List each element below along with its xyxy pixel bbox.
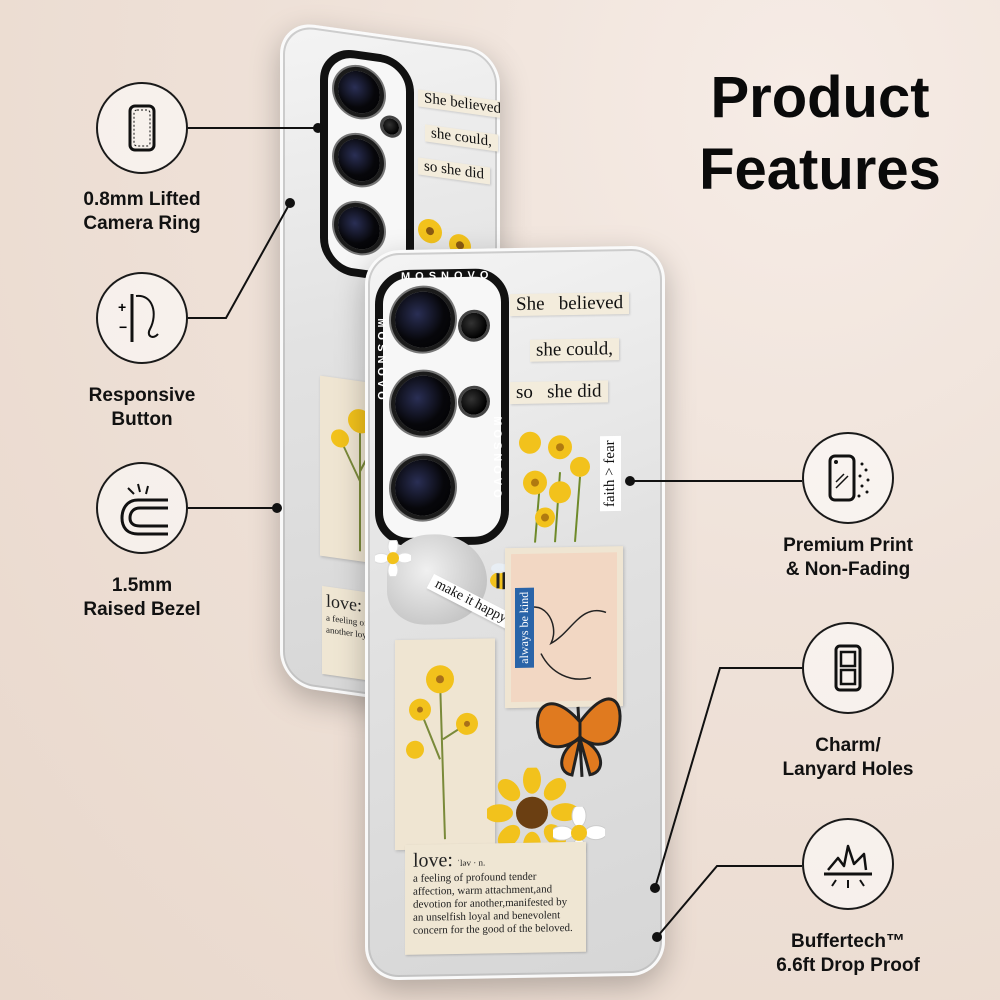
feature-label-line: & Non-Fading [785, 559, 911, 580]
feature-lanyard-label: Charm/ Lanyard Holes [762, 734, 934, 782]
feature-button-label: Responsive Button [60, 384, 224, 432]
feature-label-line: Charm/ [815, 735, 881, 756]
feature-camera-ring-badge [96, 82, 188, 174]
feature-label-line: Raised Bezel [83, 599, 201, 620]
feature-label-line: Button [111, 409, 173, 430]
feature-label-line: Camera Ring [83, 213, 201, 234]
feature-print-label: Premium Print & Non-Fading [762, 534, 934, 582]
sunflower [485, 765, 579, 864]
yellow-flower-bouquet [505, 421, 605, 548]
pinky-promise-photo [505, 546, 623, 709]
lanyard-holes-icon [834, 644, 862, 692]
feature-label-line: Lanyard Holes [782, 759, 914, 780]
feature-drop-label: Buffertech™ 6.6ft Drop Proof [762, 930, 934, 978]
feature-print-badge [802, 432, 894, 524]
daisy-flower [372, 537, 414, 582]
feature-label-line: Premium Print [783, 535, 913, 556]
feature-bezel-label: 1.5mm Raised Bezel [60, 574, 224, 622]
print-spray-icon [828, 454, 870, 502]
feature-label-line: 0.8mm Lifted [83, 189, 201, 210]
svg-text:+: + [118, 299, 126, 315]
drop-impact-icon [824, 844, 872, 888]
svg-text:−: − [119, 319, 127, 335]
feature-button-badge: + − [96, 272, 188, 364]
phone-case-front-view: MOSNOVO MOSNOVO MOSNOVO She believed she… [365, 245, 665, 981]
feature-label-line: Buffertech™ [790, 931, 905, 952]
button-press-icon: + − [118, 294, 159, 342]
feature-label-line: Responsive [88, 385, 196, 406]
phone-outline-icon [128, 104, 156, 152]
yellow-flower-photo [395, 638, 495, 851]
monarch-butterfly [530, 676, 626, 793]
feature-lanyard-badge [802, 622, 894, 714]
feature-bezel-badge [96, 462, 188, 554]
page-title: Product Features [699, 65, 941, 202]
feature-camera-ring-label: 0.8mm Lifted Camera Ring [60, 188, 224, 236]
bezel-edge-icon [120, 483, 168, 536]
feature-label-line: 6.6ft Drop Proof [776, 955, 920, 976]
feature-drop-badge [802, 818, 894, 910]
feature-label-line: 1.5mm [111, 575, 173, 596]
